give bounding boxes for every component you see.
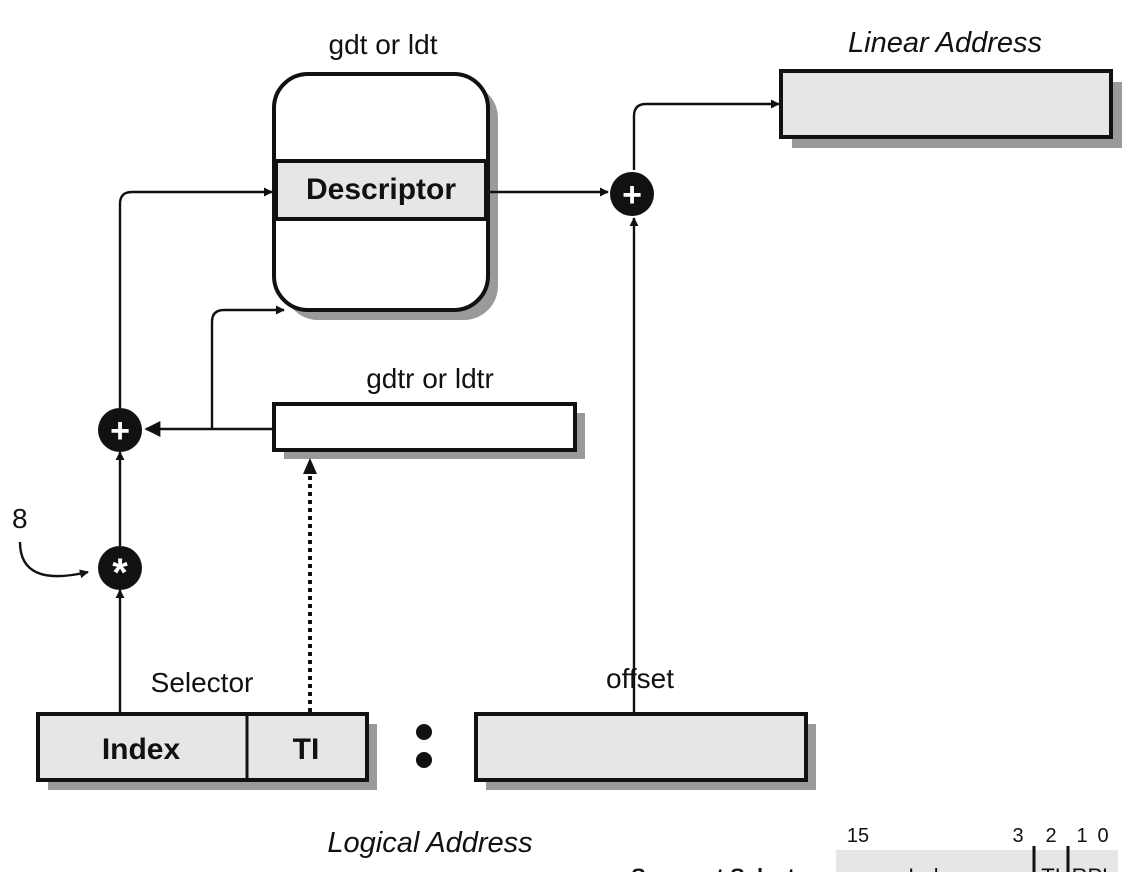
svg-text:*: * bbox=[112, 551, 128, 595]
edge-plus-to-descriptor bbox=[118, 187, 273, 408]
bitfield-row-label: Segment Selector bbox=[631, 864, 817, 872]
bitfield-ti: TI bbox=[1041, 864, 1061, 872]
eight-label: 8 bbox=[12, 503, 28, 534]
colon-dot-bottom bbox=[416, 752, 432, 768]
linear-address-label: Linear Address bbox=[848, 27, 1042, 59]
gdtr-register-box bbox=[272, 402, 577, 452]
plus-operator-left: + bbox=[98, 408, 142, 452]
edge-eight-to-multiply bbox=[18, 541, 89, 579]
linear-address-box bbox=[779, 69, 1113, 139]
index-field-label: Index bbox=[102, 733, 181, 766]
bit-2: 2 bbox=[1045, 825, 1056, 847]
gdtr-or-ldtr-label: gdtr or ldtr bbox=[366, 363, 494, 394]
bit-1: 1 bbox=[1076, 825, 1087, 847]
ti-field-label: TI bbox=[293, 733, 320, 766]
ti-arrowhead bbox=[303, 458, 317, 474]
multiply-operator: * bbox=[98, 546, 142, 595]
segment-selector-bitfield: 15 3 2 1 0 Segment Selector Index TI RPL bbox=[631, 825, 1118, 872]
bitfield-box bbox=[836, 850, 1118, 872]
bit-15: 15 bbox=[847, 825, 869, 847]
descriptor-row bbox=[274, 159, 488, 221]
selector-box bbox=[36, 712, 369, 782]
selector-label: Selector bbox=[151, 667, 254, 698]
edge-plus-to-linear bbox=[632, 99, 780, 170]
gdt-or-ldt-label: gdt or ldt bbox=[329, 29, 438, 60]
svg-text:+: + bbox=[622, 176, 642, 214]
descriptor-label: Descriptor bbox=[306, 173, 456, 206]
bit-0: 0 bbox=[1097, 825, 1108, 847]
edge-gdtr-to-gdt bbox=[210, 305, 285, 429]
bit-3: 3 bbox=[1012, 825, 1023, 847]
svg-text:+: + bbox=[110, 412, 130, 450]
plus-operator-right: + bbox=[610, 172, 654, 216]
offset-box bbox=[474, 712, 808, 782]
offset-label: offset bbox=[606, 663, 674, 694]
bitfield-index: Index bbox=[908, 864, 962, 872]
colon-dot-top bbox=[416, 724, 432, 740]
logical-address-label: Logical Address bbox=[327, 827, 532, 859]
bitfield-rpl: RPL bbox=[1072, 864, 1115, 872]
